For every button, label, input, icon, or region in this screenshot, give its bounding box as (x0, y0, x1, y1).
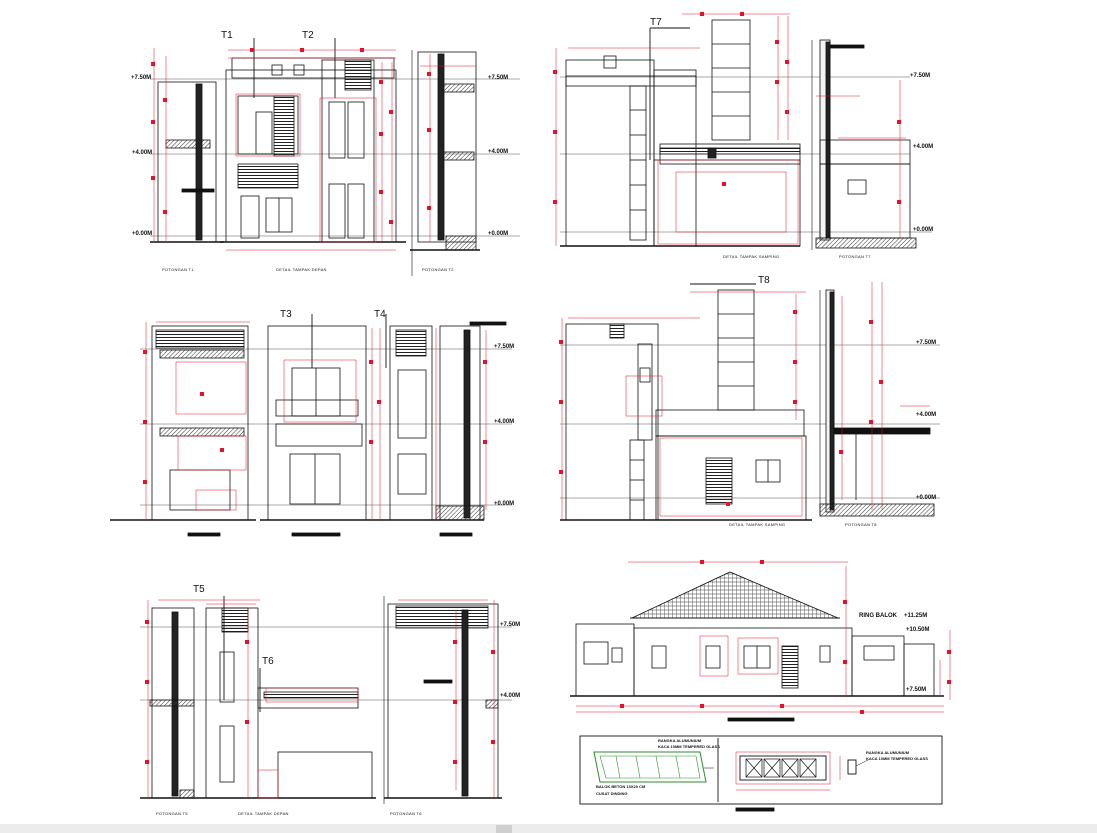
detail-note: BALOK BETON 15X20 CM (596, 784, 646, 789)
drawing-caption: DETAIL TAMPAK SAMPING (723, 254, 780, 259)
drawing-caption: DETAIL TAMPAK DEPAN (238, 811, 289, 816)
level-label: +0.00M (913, 227, 934, 233)
drawing-caption: DETAIL TAMPAK SAMPING (729, 522, 786, 527)
level-label: +7.50M (906, 687, 927, 693)
level-label: +7.50M (916, 340, 937, 346)
panel-front-elevation-t5-t6 (140, 596, 512, 804)
level-label: +10.50M (906, 627, 930, 633)
section-tag: T8 (758, 275, 770, 286)
level-label: +0.00M (132, 231, 153, 237)
level-label: +4.00M (488, 149, 509, 155)
section-tag: T3 (280, 309, 292, 320)
level-label: +0.00M (488, 231, 509, 237)
drawing-caption: POTONGAN T7 (839, 254, 871, 259)
level-label: +4.00M (132, 150, 153, 156)
level-label: +7.50M (500, 622, 521, 628)
detail-note: CUSAT DINDING (596, 791, 628, 796)
panel-roof-elevation (570, 560, 951, 722)
section-tag: T1 (221, 30, 233, 41)
drawing-caption: DETAIL TAMPAK DEPAN (276, 267, 327, 272)
drawing-caption: POTONGAN T8 (845, 522, 877, 527)
drawing-caption: POTONGAN T6 (390, 811, 422, 816)
section-tag: T4 (374, 309, 386, 320)
detail-note: KACA 10MM TEMPERED GLASS (658, 744, 720, 749)
level-label: +0.00M (916, 495, 937, 501)
panel-front-elevation-t1-t2 (150, 38, 520, 276)
level-label: +7.50M (131, 75, 152, 81)
scrollbar-thumb[interactable] (496, 825, 512, 833)
level-label: +7.50M (494, 344, 515, 350)
drawing-caption: POTONGAN T2 (422, 267, 454, 272)
level-label: +4.00M (494, 419, 515, 425)
level-label: +11.25M (904, 613, 928, 619)
detail-note: RANGKA ALUMUNIUM (658, 738, 702, 743)
panel-side-elevation-t8 (559, 282, 940, 521)
level-label: +4.00M (916, 412, 937, 418)
drawing-caption: POTONGAN T5 (156, 811, 188, 816)
level-label: +4.00M (500, 693, 521, 699)
level-label: +7.50M (910, 73, 931, 79)
detail-note: RANGKA ALUMUNIUM (866, 750, 910, 755)
detail-note: KACA 10MM TEMPERED GLASS (866, 756, 928, 761)
panel-front-elevation-t3-t4 (110, 314, 512, 537)
section-tag: T2 (302, 30, 314, 41)
section-tag: T6 (262, 656, 274, 667)
level-label: +7.50M (488, 75, 509, 81)
glass-canopy-detail (579, 735, 943, 812)
level-label: +0.00M (494, 501, 515, 507)
drawing-caption: POTONGAN T1 (162, 267, 194, 272)
section-tag: T5 (193, 584, 205, 595)
level-label: RING BALOK (859, 613, 897, 619)
section-tag: T7 (650, 17, 662, 28)
horizontal-scrollbar[interactable] (0, 824, 1097, 833)
panel-side-elevation-t7 (553, 12, 932, 250)
level-label: +4.00M (913, 144, 934, 150)
